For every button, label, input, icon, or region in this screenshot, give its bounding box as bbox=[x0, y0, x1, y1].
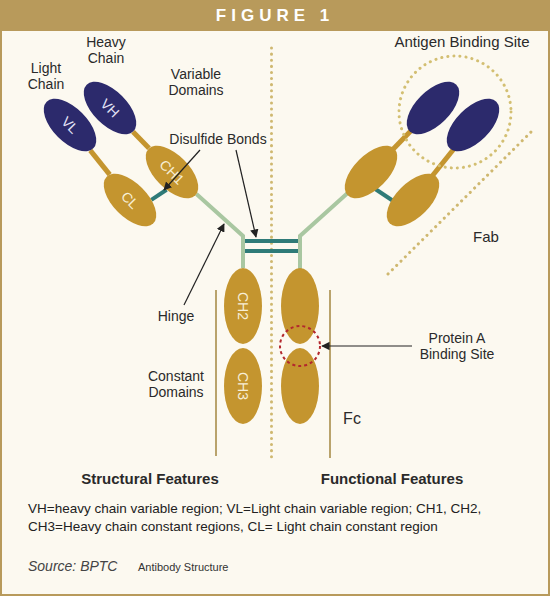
annotation-label: Antibody Structure bbox=[138, 561, 288, 574]
protein-a-site-circle bbox=[280, 326, 320, 366]
annotation-label: Variable Domains bbox=[159, 66, 233, 98]
antigen-site-circle bbox=[399, 56, 511, 168]
leader-arrow bbox=[164, 150, 200, 190]
constant-domain bbox=[281, 348, 319, 424]
domain-label: CH1 bbox=[156, 156, 187, 187]
caption-text: VH=heavy chain variable region; VL=Light… bbox=[28, 500, 528, 536]
annotation-label: Antigen Binding Site bbox=[372, 33, 550, 50]
constant-domain bbox=[378, 165, 449, 236]
annotation-label: Structural Features bbox=[40, 470, 260, 487]
light-chain-linker bbox=[90, 150, 109, 174]
annotation-label: Functional Features bbox=[282, 470, 502, 487]
domain-label: CH2 bbox=[235, 292, 251, 320]
annotation-label: Light Chain bbox=[20, 60, 72, 92]
domain-label: VL bbox=[58, 113, 81, 136]
domain-label: VH bbox=[97, 95, 122, 120]
disulfide-bond bbox=[151, 190, 166, 200]
leader-arrow bbox=[322, 345, 412, 346]
annotation-label: Protein A Binding Site bbox=[407, 330, 507, 362]
constant-domain bbox=[281, 268, 319, 344]
domain-label: CH3 bbox=[235, 372, 251, 400]
hinge-line bbox=[196, 194, 243, 268]
disulfide-bond bbox=[243, 239, 300, 243]
annotation-label: Fc bbox=[332, 410, 372, 428]
domain-label: CL bbox=[118, 188, 142, 212]
constant-bracket-line bbox=[215, 290, 217, 456]
leader-arrow bbox=[184, 224, 224, 305]
variable-domain bbox=[438, 90, 509, 161]
figure-title: FIGURE 1 bbox=[0, 0, 550, 31]
constant-domain: CH3 bbox=[224, 348, 262, 424]
fc-bracket-line bbox=[329, 290, 331, 458]
annotation-label: Source: BPTC bbox=[28, 558, 138, 574]
divider-dotted-line bbox=[270, 48, 273, 462]
annotation-label: Disulfide Bonds bbox=[158, 131, 278, 147]
annotation-label: Constant Domains bbox=[138, 368, 214, 400]
annotation-label: Fab bbox=[461, 228, 511, 245]
annotation-label: Hinge bbox=[146, 308, 206, 324]
annotation-label: Heavy Chain bbox=[78, 34, 134, 66]
disulfide-bond bbox=[243, 249, 300, 253]
constant-domain: CH2 bbox=[224, 268, 262, 344]
leader-arrow bbox=[236, 150, 256, 237]
heavy-chain-linker bbox=[133, 132, 149, 149]
